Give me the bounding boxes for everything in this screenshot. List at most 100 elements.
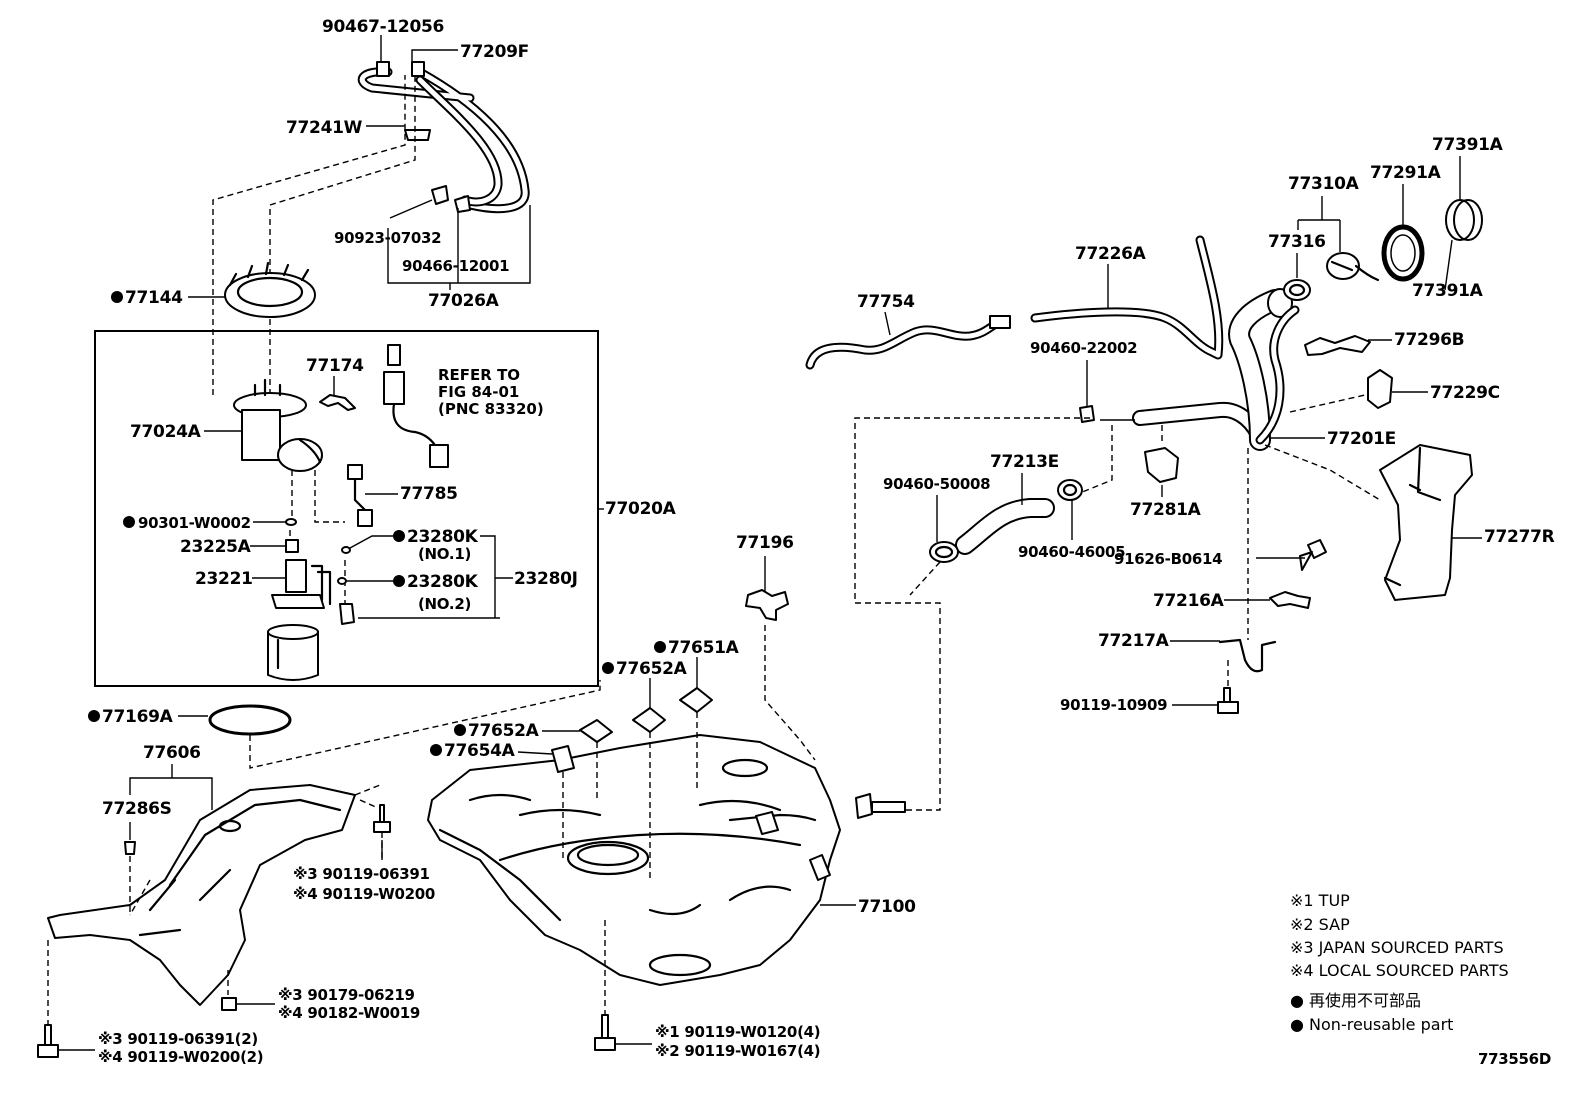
label-77785: 77785 (400, 484, 458, 504)
nonreusable-dot-77144 (111, 291, 123, 303)
label-77026a: 77026A (428, 291, 500, 311)
clip-77229c (1367, 369, 1393, 409)
pad-77652a-1 (632, 707, 666, 733)
label-77020a: 77020A (605, 499, 677, 519)
label-90460-50008: 90460-50008 (883, 475, 990, 493)
bolt-91626-b0614 (1299, 539, 1327, 571)
vent-tube-77754 (805, 315, 1011, 370)
label-77024a: 77024A (130, 422, 202, 442)
bracket-77196 (745, 589, 789, 621)
clamp-77296b (1304, 335, 1371, 356)
label-90923-07032: 90923-07032 (334, 229, 441, 247)
regulator-23280j (339, 603, 355, 625)
label-77169a: 77169A (102, 707, 174, 727)
gasket-77169a (208, 704, 292, 736)
label-77100: 77100 (858, 897, 916, 917)
label-77652a-2: 77652A (468, 721, 540, 741)
nonreusable-dot-77654a (430, 744, 442, 756)
label-n1-90119-w0120: ※1 90119-W0120(4) (655, 1023, 820, 1041)
label-77174: 77174 (306, 356, 364, 376)
sub-harness-77785 (347, 464, 373, 527)
label-23280k-2: 23280K (407, 572, 479, 592)
label-77209f: 77209F (460, 42, 529, 62)
nonreusable-dot-77651a (654, 641, 666, 653)
label-77213e: 77213E (990, 452, 1059, 472)
label-77286s: 77286S (102, 799, 172, 819)
label-77391a-top: 77391A (1432, 135, 1504, 155)
band-77217a (1218, 638, 1277, 673)
bolt-90119-w0120 (594, 1014, 616, 1051)
label-n4-90119-w0200-2: ※4 90119-W0200(2) (98, 1048, 263, 1066)
label-77281a: 77281A (1130, 500, 1202, 520)
refer-line-2: FIG 84-01 (438, 383, 519, 401)
o-ring-23280k-2 (337, 577, 347, 585)
label-77606: 77606 (143, 743, 201, 763)
legend: ※1 TUP ※2 SAP ※3 JAPAN SOURCED PARTS ※4 … (1290, 891, 1509, 1034)
legend-tup: ※1 TUP (1290, 891, 1350, 910)
hose-77213e (955, 498, 1055, 555)
label-no1: (NO.1) (418, 545, 471, 563)
band-77391a (1445, 199, 1483, 241)
spacer-23225a (285, 539, 299, 553)
washer-90301 (285, 518, 297, 526)
label-77291a: 77291A (1370, 163, 1442, 183)
label-90466-12001: 90466-12001 (402, 257, 509, 275)
refer-line-3: (PNC 83320) (438, 400, 544, 418)
label-90460-22002: 90460-22002 (1030, 339, 1137, 357)
gasket-77316 (1283, 279, 1311, 301)
label-90460-46005: 90460-46005 (1018, 543, 1125, 561)
label-77201e: 77201E (1327, 429, 1396, 449)
bracket-77216a (1269, 591, 1311, 609)
label-23280j: 23280J (514, 569, 578, 589)
legend-nonreuse-en: ● Non-reusable part (1290, 1015, 1453, 1034)
nonreusable-dot-23280k-2 (393, 575, 405, 587)
label-23221: 23221 (195, 569, 253, 589)
bolt-90119-06391-2 (37, 1024, 59, 1058)
fuel-pump-assembly-frame (94, 330, 599, 687)
label-n3-90119-06391: ※3 90119-06391 (293, 865, 430, 883)
label-77217a: 77217A (1098, 631, 1170, 651)
label-77310a: 77310A (1288, 174, 1360, 194)
wire-harness (383, 344, 449, 468)
clip-90460-22002 (1079, 405, 1095, 423)
clamp-90460-46005 (1057, 479, 1083, 501)
label-n2-90119-w0167: ※2 90119-W0167(4) (655, 1042, 820, 1060)
fuel-pump-module-77024a (233, 378, 323, 472)
retainer-ring-77144 (224, 261, 316, 318)
pad-77652a-2 (579, 719, 613, 743)
label-77216a: 77216A (1153, 591, 1225, 611)
label-77144: 77144 (125, 288, 183, 308)
filler-pipe-protector-77277r (1379, 444, 1473, 601)
nonreusable-dot-77169a (88, 710, 100, 722)
label-23225a: 23225A (180, 537, 252, 557)
label-91626-b0614: 91626-B0614 (1114, 550, 1222, 568)
filler-pipe-77201e (1132, 288, 1300, 451)
nut-90179-06219 (221, 997, 237, 1011)
bolt-90119-06391 (373, 804, 391, 833)
label-77652a-1: 77652A (616, 659, 688, 679)
label-n4-90119-w0200: ※4 90119-W0200 (293, 885, 435, 903)
label-90467-12056: 90467-12056 (322, 17, 444, 37)
fuel-pump-23221 (271, 559, 332, 609)
label-n4-90182-w0019: ※4 90182-W0019 (278, 1004, 420, 1022)
fuel-tank-protector-77606 (47, 784, 356, 1006)
label-77651a: 77651A (668, 638, 740, 658)
refer-line-1: REFER TO (438, 366, 520, 384)
label-77229c: 77229C (1430, 383, 1500, 403)
clip-77174 (319, 394, 356, 411)
fuel-tank-77100 (427, 734, 841, 986)
legend-japan: ※3 JAPAN SOURCED PARTS (1290, 938, 1504, 957)
vent-line-77226a (1030, 235, 1224, 360)
label-77241w: 77241W (286, 118, 363, 138)
legend-local: ※4 LOCAL SOURCED PARTS (1290, 961, 1509, 980)
label-77277r: 77277R (1484, 527, 1555, 547)
label-90301-w0002: 90301-W0002 (138, 514, 251, 532)
label-77754: 77754 (857, 292, 915, 312)
legend-sap: ※2 SAP (1290, 915, 1350, 934)
clamp-90460-50008 (929, 541, 959, 563)
fuel-cap-77310a (1326, 252, 1380, 282)
label-77391a-bot: 77391A (1412, 281, 1484, 301)
bracket-77281a (1144, 447, 1179, 483)
fuel-line-stub (871, 801, 906, 813)
